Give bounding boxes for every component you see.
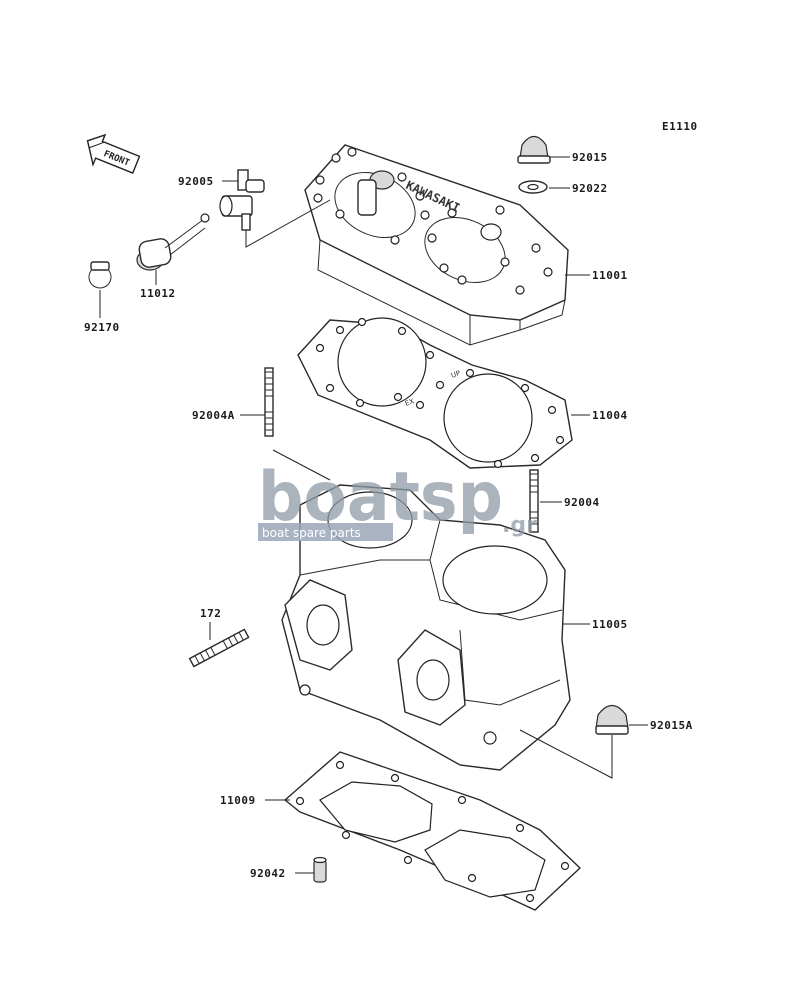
label-11005: 11005 [592, 618, 628, 631]
leader-lines [99, 156, 648, 874]
hose-11012 [136, 213, 210, 271]
cylinder-block [281, 484, 571, 771]
diagram-code: E1110 [662, 120, 698, 133]
stud-92004A [264, 367, 274, 437]
label-172: 172 [200, 607, 221, 620]
gasket-up-mark: UP [450, 369, 462, 380]
label-92015A: 92015A [650, 719, 693, 732]
label-92022: 92022 [572, 182, 608, 195]
gasket-holes [315, 317, 565, 469]
watermark-band [258, 523, 393, 541]
base-gasket [283, 751, 582, 911]
exhaust-port-right [397, 629, 466, 726]
label-11009: 11009 [220, 794, 256, 807]
label-92004: 92004 [564, 496, 600, 509]
cap-nut-92015 [517, 135, 551, 164]
front-arrow-icon: FRONT [86, 133, 141, 174]
label-92170: 92170 [84, 321, 120, 334]
cap-nut-92015A [595, 704, 629, 735]
exhaust-port-left [284, 579, 353, 671]
label-92015: 92015 [572, 151, 608, 164]
stud-92004 [529, 469, 539, 533]
head-bolt-holes [313, 147, 553, 295]
stud-172 [188, 628, 250, 668]
washer-92022 [518, 180, 548, 194]
clamp-92170 [88, 261, 112, 289]
dowel-pin-92042 [313, 856, 327, 883]
label-92005: 92005 [178, 175, 214, 188]
fitting-92005 [219, 169, 265, 231]
watermark: boatsp .gr boat spare parts [258, 458, 537, 541]
watermark-suffix: .gr [502, 513, 537, 538]
label-11012: 11012 [140, 287, 176, 300]
watermark-sub: boat spare parts [262, 526, 361, 540]
base-gasket-holes [295, 760, 570, 903]
label-11001: 11001 [592, 269, 628, 282]
gasket-ex-mark: EX [404, 397, 416, 408]
part-labels: 92015 92022 92005 11001 11012 92170 9200… [84, 151, 693, 880]
label-92042: 92042 [250, 867, 286, 880]
cylinder-head: KAWASAKI [304, 144, 569, 346]
label-11004: 11004 [592, 409, 628, 422]
label-92004A: 92004A [192, 409, 235, 422]
head-gasket: UP EX [297, 317, 573, 469]
